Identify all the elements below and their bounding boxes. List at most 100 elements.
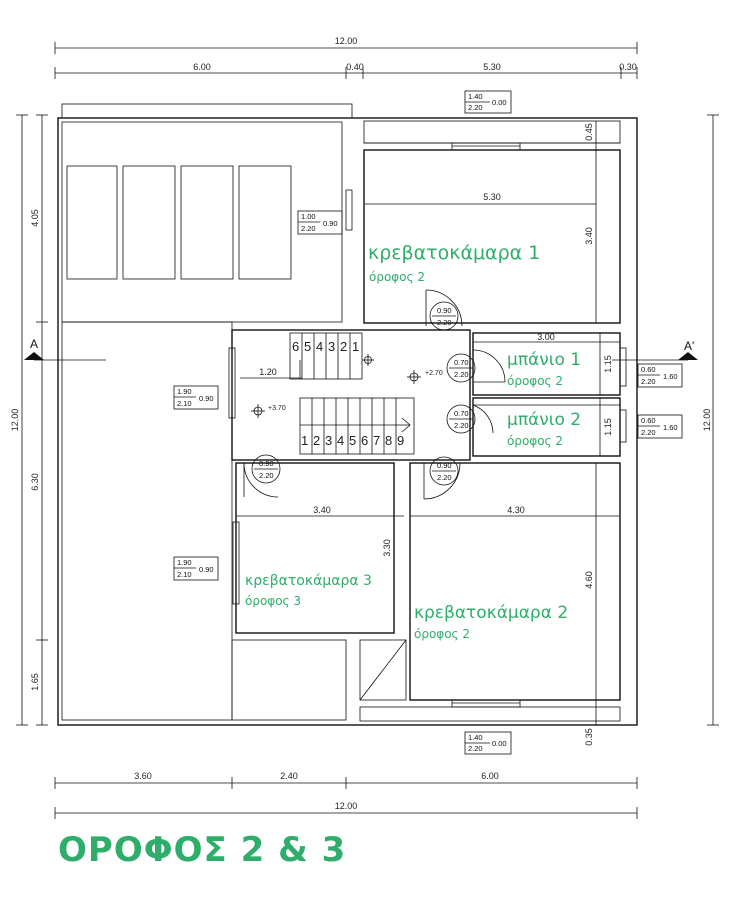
solar-panel bbox=[180, 165, 234, 280]
svg-text:1.90: 1.90 bbox=[177, 387, 192, 396]
level-marker-icon bbox=[251, 404, 265, 418]
dim-bottom-gap: 0.35 bbox=[584, 728, 594, 746]
opening-tag-win-hall: 1.90 2.10 0.90 bbox=[173, 385, 219, 410]
svg-text:0.90: 0.90 bbox=[437, 306, 452, 315]
dim-bath-width: 3.00 bbox=[537, 332, 555, 342]
dim-bed2-height: 4.60 bbox=[584, 571, 594, 589]
stair-step: 3 bbox=[328, 339, 335, 354]
window-bed1 bbox=[345, 189, 353, 231]
dim-bed2-width: 4.30 bbox=[507, 505, 525, 515]
stair-lower bbox=[299, 397, 415, 455]
dim-right-total: 12.00 bbox=[702, 409, 712, 432]
svg-text:1.40: 1.40 bbox=[468, 92, 483, 101]
svg-text:0.70: 0.70 bbox=[454, 409, 469, 418]
svg-text:2.20: 2.20 bbox=[259, 471, 274, 480]
opening-tag-win-bed1: 1.00 2.20 0.90 bbox=[297, 210, 343, 235]
dim-bed3-height: 3.30 bbox=[382, 539, 392, 557]
svg-text:0.00: 0.00 bbox=[492, 739, 507, 748]
stair-step: 5 bbox=[304, 339, 311, 354]
door-bed1 bbox=[425, 289, 463, 327]
stair-step: 2 bbox=[340, 339, 347, 354]
svg-text:0.60: 0.60 bbox=[641, 416, 656, 425]
opening-tag-door-bed3: 0.90 2.20 bbox=[251, 454, 281, 484]
dim-bottom-right: 6.00 bbox=[481, 771, 499, 781]
room-label-bedroom2: κρεβατοκάμαρα 2 bbox=[414, 603, 568, 623]
svg-text:0.90: 0.90 bbox=[437, 461, 452, 470]
solar-panel bbox=[66, 165, 118, 280]
svg-text:2.10: 2.10 bbox=[177, 399, 192, 408]
solar-panel bbox=[122, 165, 176, 280]
svg-text:2.20: 2.20 bbox=[641, 428, 656, 437]
opening-tag-win-bath1: 0.60 2.20 1.60 bbox=[637, 363, 683, 388]
stair-step: 3 bbox=[325, 433, 332, 448]
dimension-bottom: 3.60 2.40 6.00 12.00 bbox=[54, 771, 638, 819]
svg-text:2.10: 2.10 bbox=[177, 570, 192, 579]
dim-left-mid: 6.30 bbox=[30, 473, 40, 491]
dim-top-edge: 0.30 bbox=[619, 62, 637, 72]
floor-label-bedroom1: όροφος 2 bbox=[369, 270, 425, 284]
hall: 6 5 4 3 2 1 1.20 1 2 3 4 5 6 7 8 9 bbox=[228, 329, 471, 461]
svg-text:2.20: 2.20 bbox=[437, 473, 452, 482]
dim-top-total: 12.00 bbox=[335, 36, 358, 46]
stair-step: 1 bbox=[301, 433, 308, 448]
room-label-bath1: μπάνιο 1 bbox=[507, 350, 581, 370]
level-stair: +3.70 bbox=[268, 405, 286, 412]
floor-label-bedroom2: όροφος 2 bbox=[414, 627, 470, 641]
bedroom-3: 3.40 3.30 bbox=[232, 462, 404, 634]
svg-text:1.60: 1.60 bbox=[663, 423, 678, 432]
stair-step: 4 bbox=[337, 433, 344, 448]
room-label-bedroom3: κρεβατοκάμαρα 3 bbox=[245, 573, 372, 589]
svg-text:2.20: 2.20 bbox=[454, 421, 469, 430]
level-marker-icon bbox=[362, 354, 374, 366]
dim-top-gap: 0.45 bbox=[584, 123, 594, 141]
dim-top-left: 6.00 bbox=[193, 62, 211, 72]
bathroom-1: 3.00 1.15 bbox=[472, 332, 627, 396]
level-hall: +2.70 bbox=[425, 370, 443, 377]
section-mark-left: A bbox=[24, 337, 106, 361]
window-bed3 bbox=[232, 521, 240, 605]
svg-text:0.90: 0.90 bbox=[199, 565, 214, 574]
svg-text:0.60: 0.60 bbox=[641, 365, 656, 374]
opening-tag-win-top: 1.40 2.20 0.00 bbox=[464, 90, 512, 114]
svg-text:0.90: 0.90 bbox=[323, 219, 338, 228]
svg-text:1.00: 1.00 bbox=[301, 212, 316, 221]
stair-step: 6 bbox=[292, 339, 299, 354]
bedroom-2: 4.30 4.60 0.35 bbox=[359, 462, 621, 746]
door-swing bbox=[243, 462, 279, 498]
dim-bottom-left: 3.60 bbox=[134, 771, 152, 781]
window-top bbox=[451, 142, 521, 151]
opening-tag-win-bottom: 1.40 2.20 0.00 bbox=[464, 731, 512, 755]
stair-step: 4 bbox=[316, 339, 323, 354]
svg-text:2.20: 2.20 bbox=[301, 224, 316, 233]
svg-text:0.00: 0.00 bbox=[492, 98, 507, 107]
dimension-left: 12.00 4.05 6.30 1.65 bbox=[10, 114, 48, 726]
dim-stair-landing: 1.20 bbox=[259, 367, 277, 377]
room-label-bedroom1: κρεβατοκάμαρα 1 bbox=[368, 242, 540, 264]
section-mark-right: A' bbox=[612, 339, 698, 361]
window-bath2 bbox=[619, 409, 627, 443]
shaft bbox=[359, 639, 407, 701]
opening-tag-door-bed1: 0.90 2.20 bbox=[429, 301, 459, 331]
dim-left-top: 4.05 bbox=[30, 209, 40, 227]
door-swing bbox=[472, 349, 506, 383]
stair-upper bbox=[289, 332, 363, 380]
svg-text:1.40: 1.40 bbox=[468, 733, 483, 742]
opening-tag-win-bath2: 0.60 2.20 1.60 bbox=[637, 414, 683, 439]
solar-panel bbox=[238, 165, 292, 280]
svg-text:2.20: 2.20 bbox=[454, 370, 469, 379]
dim-top-mid: 0.40 bbox=[346, 62, 364, 72]
stair-step: 8 bbox=[385, 433, 392, 448]
svg-text:2.20: 2.20 bbox=[468, 103, 483, 112]
door-swing bbox=[423, 462, 461, 500]
svg-text:0.90: 0.90 bbox=[199, 394, 214, 403]
opening-tag-door-bath2: 0.70 2.20 bbox=[446, 404, 476, 434]
svg-text:2.20: 2.20 bbox=[641, 377, 656, 386]
bathroom-2: 1.15 bbox=[472, 397, 627, 457]
opening-tag-door-bath1: 0.70 2.20 bbox=[446, 353, 476, 383]
opening-tag-door-bed2: 0.90 2.20 bbox=[429, 456, 459, 486]
level-marker-icon bbox=[407, 370, 421, 384]
dim-bottom-mid: 2.40 bbox=[280, 771, 298, 781]
plan-title: ΟΡΟΦΟΣ 2 & 3 bbox=[58, 830, 346, 870]
outer-walls bbox=[57, 103, 638, 726]
